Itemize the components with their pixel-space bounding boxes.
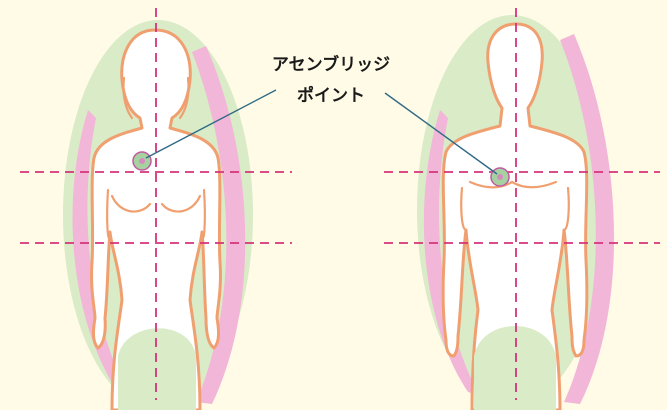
male-figure: [384, 8, 660, 410]
label-line-1: アセンブリッジ: [272, 54, 390, 75]
label-line-2: ポイント: [297, 85, 365, 106]
female-assemblage-point-core: [139, 158, 145, 164]
male-assemblage-point-core: [497, 174, 503, 180]
female-lower-halo: [118, 328, 196, 410]
male-lower-halo: [474, 326, 556, 410]
female-figure: [20, 8, 292, 410]
